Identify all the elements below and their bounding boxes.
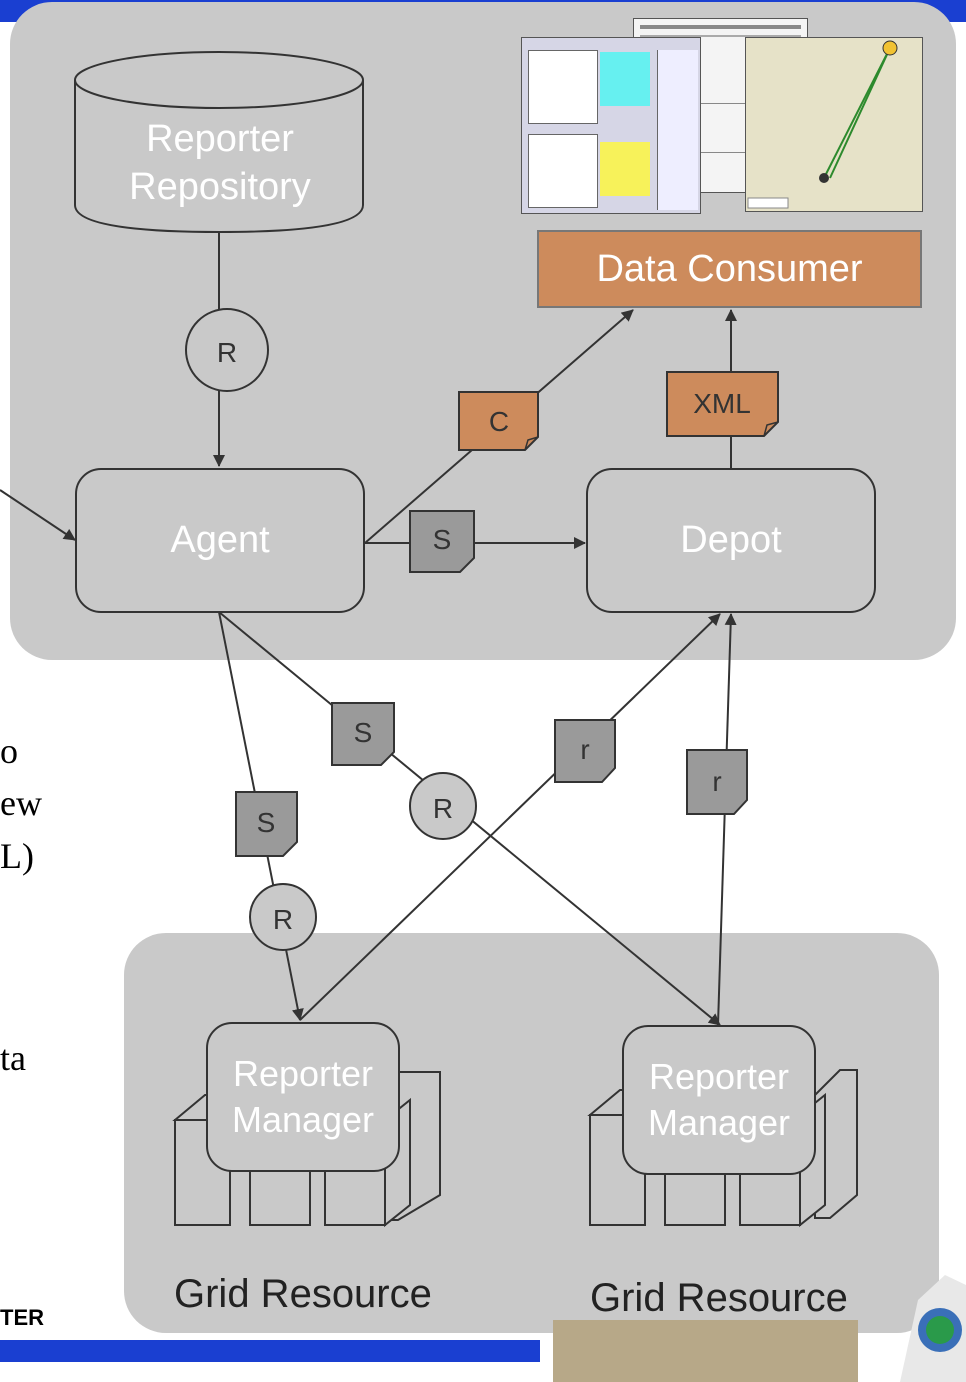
left-text-fragment-2: ew [0, 783, 42, 823]
r-circle-left-label: R [273, 904, 293, 935]
r-circle-cross [409, 772, 477, 840]
r-circle-top [185, 308, 269, 392]
repository-label: Reporter Repository [75, 115, 365, 211]
status-screenshot-thumbnail [521, 37, 701, 214]
repository-label-line2: Repository [129, 166, 311, 208]
s-note-cross [331, 702, 395, 766]
reporter-manager-right-line2: Manager [647, 1102, 791, 1143]
xml-note-label: XML [693, 388, 751, 419]
grid-resource-right-label: Grid Resource [590, 1276, 848, 1320]
r-note-left [554, 719, 616, 783]
s-note-cross-label: S [354, 717, 373, 748]
reporter-manager-right-line1: Reporter [648, 1056, 790, 1097]
footer-center-text: TER [0, 1305, 44, 1330]
map-screenshot-thumbnail [745, 37, 923, 212]
reporter-manager-right: Reporter Manager [622, 1025, 816, 1175]
s-note-agent-depot [409, 510, 475, 573]
depot-box: Depot [586, 468, 876, 613]
bottom-blue-bar [0, 1340, 540, 1362]
left-text-fragment-1: o [0, 731, 18, 771]
reporter-manager-left: Reporter Manager [206, 1022, 400, 1172]
data-consumer-box: Data Consumer [537, 230, 922, 308]
left-text-fragment-4: ta [0, 1038, 26, 1078]
s-note-agent-depot-label: S [433, 524, 452, 555]
agent-box: Agent [75, 468, 365, 613]
r-circle-left [249, 883, 317, 951]
xml-note [666, 371, 779, 437]
left-text-fragment-3: L) [0, 836, 34, 876]
s-note-left [235, 791, 298, 857]
r-note-left-label: r [580, 734, 589, 765]
reporter-manager-left-line1: Reporter [232, 1053, 374, 1094]
repository-label-line1: Reporter [146, 118, 294, 160]
foundation-logo [900, 1275, 966, 1382]
r-circle-top-label: R [217, 337, 237, 368]
r-circle-cross-label: R [433, 793, 453, 824]
connection-lines [0, 232, 737, 1026]
s-note-left-label: S [257, 807, 276, 838]
repository-cylinder [74, 51, 364, 234]
c-note [458, 391, 539, 451]
r-note-right [686, 749, 748, 815]
nmcd-logo-image [553, 1320, 858, 1382]
c-note-label: C [489, 406, 509, 437]
grid-resource-left-label: Grid Resource [174, 1272, 432, 1316]
r-note-right-label: r [712, 766, 721, 797]
reporter-manager-left-line2: Manager [231, 1099, 375, 1140]
